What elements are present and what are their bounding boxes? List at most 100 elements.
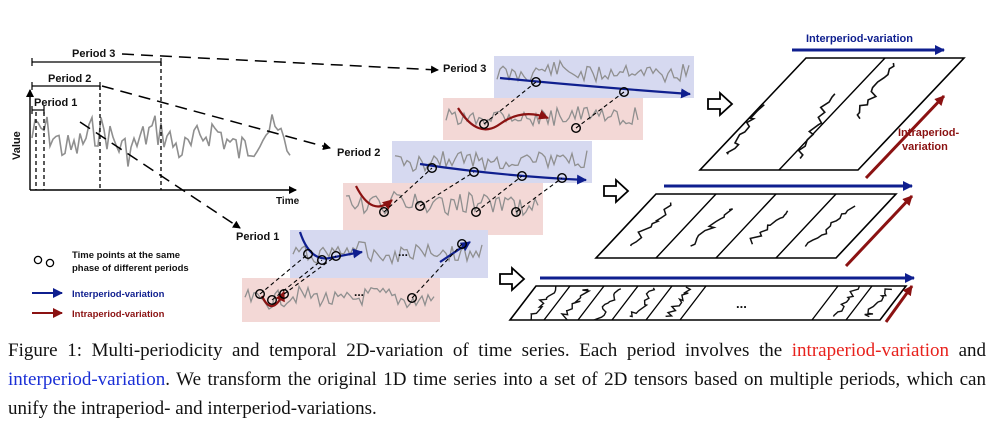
phase-point xyxy=(379,206,390,217)
phase-point xyxy=(531,76,542,87)
phase-point xyxy=(303,248,314,259)
tensor-column-series xyxy=(832,285,861,317)
tensor-divider xyxy=(775,193,837,259)
intra-arrow xyxy=(355,185,393,210)
period-series-line xyxy=(394,150,588,173)
inter-arrow xyxy=(499,76,691,99)
phase-point xyxy=(517,170,528,181)
tensor-column-series xyxy=(593,288,622,321)
phase-point xyxy=(479,118,490,129)
tensor-column-series xyxy=(856,62,895,120)
tensor-column-series xyxy=(797,93,836,159)
tensor-divider xyxy=(655,193,717,259)
ellipsis: ... xyxy=(354,285,364,299)
intra-axis-arrow xyxy=(864,94,946,180)
period-3-panel: Period 3 xyxy=(443,56,694,140)
period-2-bracket: Period 2 xyxy=(31,73,101,90)
phase-point xyxy=(457,238,468,249)
phase-point xyxy=(254,289,265,300)
period-1-label: Period 1 xyxy=(34,97,77,109)
blue-band xyxy=(290,230,488,278)
phase-point xyxy=(511,206,522,217)
period-3-label: Period 3 xyxy=(72,48,115,60)
ellipsis: ... xyxy=(736,296,747,311)
legend-point-icon xyxy=(45,258,55,268)
ellipsis: ... xyxy=(398,245,408,259)
caption-part2: . We transform the original 1D time seri… xyxy=(8,369,986,419)
tensor-plane xyxy=(508,285,908,321)
caption-intra-term: intraperiod-variation xyxy=(791,340,949,361)
tensor-column-series xyxy=(804,205,856,247)
time-series-line xyxy=(31,114,291,167)
tensor-divider xyxy=(543,285,571,321)
intra-variation-label-line2: variation xyxy=(902,141,948,153)
tensor-divider xyxy=(715,193,777,259)
tensor-divider xyxy=(645,285,673,321)
tensor-column-series xyxy=(864,288,892,318)
tensor-divider xyxy=(845,285,873,321)
tensor-column-series xyxy=(690,208,734,247)
legend-point-icon xyxy=(33,255,43,265)
inter-variation-label: Interperiod-variation xyxy=(806,33,913,45)
period-2-label: Period 2 xyxy=(48,73,91,85)
inter-arrow xyxy=(298,231,363,260)
tensor-column-series xyxy=(530,286,557,320)
legend-inter-label: Interperiod-variation xyxy=(72,289,165,300)
period-3-bracket: Period 3 xyxy=(31,48,162,66)
intra-arrow xyxy=(260,291,285,308)
phase-point xyxy=(317,254,328,265)
period-series-line xyxy=(345,190,539,217)
caption-part1: Multi-periodicity and temporal 2D-variat… xyxy=(91,340,783,361)
phase-link xyxy=(419,171,475,207)
original-series-plot: Value Time Period 1 Period 2 Period 3 xyxy=(11,48,439,229)
legend-intra-label: Intraperiod-variation xyxy=(72,309,165,320)
transform-arrow-icon xyxy=(603,177,630,205)
y-axis-label: Value xyxy=(11,131,23,160)
tensor-divider xyxy=(611,285,639,321)
figure-diagram: Value Time Period 1 Period 2 Period 3 xyxy=(11,33,966,323)
phase-link xyxy=(283,255,337,295)
tensor-2d-period-2 xyxy=(594,181,914,268)
tensor-column-series xyxy=(725,104,765,155)
period-series-line xyxy=(292,240,483,266)
tensor-divider xyxy=(811,285,839,321)
caption-inter-term: interperiod-variation xyxy=(8,369,166,390)
tensor-divider xyxy=(577,285,605,321)
transform-arrow-icon xyxy=(499,265,526,293)
period-1-panel-label: Period 1 xyxy=(236,231,279,243)
phase-point xyxy=(557,172,568,183)
phase-link xyxy=(411,243,463,299)
legend: Time points at the same phase of differe… xyxy=(32,250,189,320)
phase-link xyxy=(475,175,523,213)
phase-point xyxy=(279,289,290,300)
phase-point xyxy=(471,206,482,217)
caption-label: Figure 1: xyxy=(8,340,82,361)
phase-point xyxy=(619,86,630,97)
phase-link xyxy=(515,177,563,213)
caption-and: and xyxy=(958,340,987,361)
period-2-panel: Period 2 xyxy=(337,141,592,235)
phase-point xyxy=(571,122,582,133)
phase-point xyxy=(469,166,480,177)
tensor-divider xyxy=(679,285,707,321)
connector-period-1 xyxy=(79,121,241,229)
tensor-column-series xyxy=(629,287,656,318)
legend-points-line1: Time points at the same xyxy=(72,250,180,261)
legend-points-line2: phase of different periods xyxy=(72,263,189,274)
tensor-2d-period-1: ... xyxy=(508,273,915,323)
phase-point xyxy=(331,250,342,261)
period-1-bracket: Period 1 xyxy=(31,97,77,114)
connector-period-3 xyxy=(121,53,439,74)
red-band xyxy=(242,278,440,322)
inter-arrow xyxy=(439,241,471,263)
intra-axis-arrow xyxy=(844,194,914,268)
intra-axis-arrow xyxy=(884,285,914,323)
intra-arrow xyxy=(457,107,549,131)
tensor-column-series xyxy=(560,288,592,321)
phase-link xyxy=(259,253,309,295)
period-3-panel-label: Period 3 xyxy=(443,63,486,75)
tensor-column-series xyxy=(749,210,789,245)
figure-caption: Figure 1: Multi-periodicity and temporal… xyxy=(8,336,986,423)
phase-point xyxy=(415,200,426,211)
phase-link xyxy=(383,167,433,213)
